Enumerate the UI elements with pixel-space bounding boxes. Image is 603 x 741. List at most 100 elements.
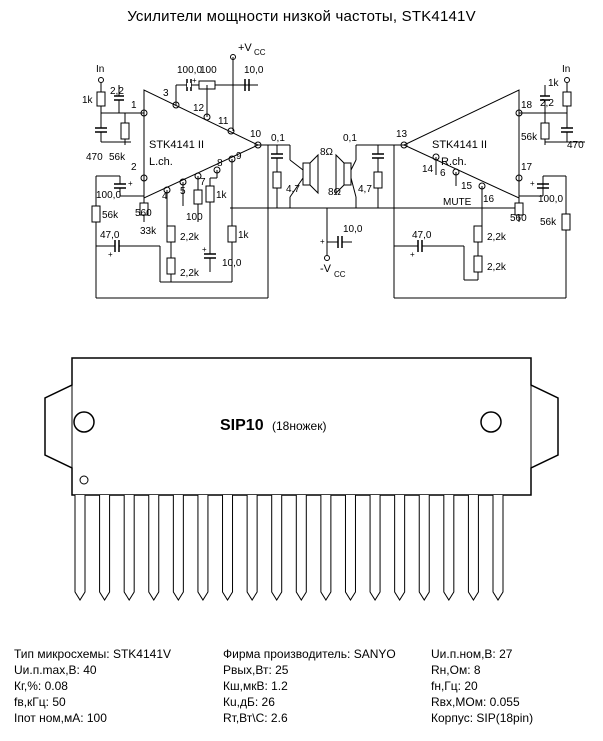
r-100-top-label: 100: [200, 65, 217, 76]
pin-10: 10: [250, 129, 262, 140]
chip-right-name: STK4141 II: [432, 139, 487, 151]
package-pin: [222, 495, 234, 601]
r-33k-label: 33k: [140, 226, 157, 237]
r-1k-mid-label: 1k: [216, 190, 228, 201]
package-pin: [123, 495, 135, 601]
speaker-right-label: 8Ω: [328, 187, 342, 198]
svg-text:+: +: [202, 245, 207, 254]
svg-text:+: +: [530, 179, 535, 188]
supply-neg-sub: CC: [334, 270, 346, 279]
input-right-terminal: [564, 77, 570, 83]
pin-17: 17: [521, 162, 533, 173]
r-560-left-label: 560: [135, 208, 152, 219]
spec-noise: Кш,мкВ: 1.2: [223, 679, 288, 693]
pin-3: 3: [163, 88, 169, 99]
c-2-2-right-label: 2,2: [540, 98, 554, 109]
pin-4: 4: [162, 191, 168, 202]
package-pin: [492, 495, 504, 601]
c-0-1-left-label: 0,1: [271, 133, 285, 144]
c-47-left-label: 47,0: [100, 230, 120, 241]
package-pin: [74, 495, 86, 601]
pin-12: 12: [193, 103, 205, 114]
package-pins: [74, 495, 504, 601]
r-2-2k-right-2-label: 2,2k: [487, 262, 507, 273]
amplifier-right-triangle: [402, 89, 520, 199]
supply-pos-label: +V: [238, 42, 252, 54]
vcc-neg-terminal: [324, 255, 330, 261]
c-0-1-right-label: 0,1: [343, 133, 357, 144]
vcc-pos-terminal: [230, 54, 236, 60]
package-pin: [99, 495, 111, 601]
mount-hole-right: [480, 411, 502, 433]
pin-16: 16: [483, 194, 495, 205]
spec-manufacturer: Фирма производитель: SANYO: [223, 647, 396, 661]
c-47-right-label: 47,0: [412, 230, 432, 241]
speaker-left-label: 8Ω: [320, 147, 334, 158]
package-pin: [271, 495, 283, 601]
c-470-right-label: 470: [567, 140, 584, 151]
c-100-left-label: 100,0: [96, 190, 121, 201]
pin-18: 18: [521, 100, 533, 111]
pin-labels: 1 2 3 4 5 6 7 8 9 10 11 12 13 14 15 16 1…: [131, 88, 533, 205]
spec-iq: Iпот ном,мА: 100: [14, 711, 107, 725]
c-10-top-label: 10,0: [244, 65, 264, 76]
spec-gain: Кu,дБ: 26: [223, 695, 275, 709]
pin-14: 14: [422, 164, 434, 175]
r-2-2k-left-2-label: 2,2k: [180, 268, 200, 279]
input-right-label: In: [562, 64, 570, 75]
r-1k-left-label: 1k: [82, 95, 94, 106]
package-pin: [246, 495, 258, 601]
input-left-label: In: [96, 64, 104, 75]
r-1k-right-label: 1k: [548, 78, 560, 89]
spec-flow: fн,Гц: 20: [431, 679, 478, 693]
pin-9: 9: [236, 151, 242, 162]
pin-11: 11: [218, 116, 229, 127]
svg-text:+: +: [192, 76, 197, 85]
c-10-neg-label: 10,0: [343, 224, 363, 235]
package-pin: [344, 495, 356, 601]
mount-hole-left: [73, 411, 95, 433]
package-label-sub: (18ножек): [272, 419, 326, 433]
chip-left-channel: L.ch.: [149, 156, 173, 168]
r-56k-left-label: 56k: [109, 152, 126, 163]
package-pin: [172, 495, 184, 601]
svg-text:+: +: [128, 179, 133, 188]
package-pin: [197, 495, 209, 601]
r-2-2k-left-1-label: 2,2k: [180, 232, 200, 243]
mute-label: MUTE: [443, 197, 472, 208]
r-4-7-right-label: 4,7: [358, 184, 372, 195]
package-pin: [320, 495, 332, 601]
spec-vmax: Uи.п.max,B: 40: [14, 663, 97, 677]
spec-rin: Rвх,МОм: 0.055: [431, 695, 520, 709]
r-56k-right-label: 56k: [521, 132, 538, 143]
package-pin: [369, 495, 381, 601]
svg-text:+: +: [108, 250, 113, 259]
spec-vnom: Uи.п.ном,B: 27: [431, 647, 513, 661]
chip-right-channel: R.ch.: [441, 156, 467, 168]
spec-package: Корпус: SIP(18pin): [431, 711, 534, 725]
spec-thd: Кг,%: 0.08: [14, 679, 68, 693]
package-pin: [148, 495, 160, 601]
svg-text:+: +: [320, 237, 325, 246]
package-pin: [418, 495, 430, 601]
r-56k-left-lower-label: 56k: [102, 210, 119, 221]
svg-text:+: +: [410, 250, 415, 259]
spec-chip-type: Тип микросхемы: STK4141V: [14, 647, 172, 661]
pin-8: 8: [217, 158, 223, 169]
circuit-schematic: STK4141 II L.ch. STK4141 II R.ch. 1 2 3 …: [82, 42, 585, 299]
pin-13: 13: [396, 129, 408, 140]
r-56k-right-lower-label: 56k: [540, 217, 557, 228]
c-470-left-label: 470: [86, 152, 103, 163]
pin-7: 7: [200, 177, 206, 188]
page-title: Усилители мощности низкой частоты, STK41…: [127, 8, 476, 25]
spec-thermal: Rт,Вт\С: 2.6: [223, 711, 288, 725]
pin1-marker: [79, 475, 89, 485]
supply-neg-label: -V: [320, 263, 332, 275]
c-100-right-label: 100,0: [538, 194, 563, 205]
r-100-mid-label: 100: [186, 212, 203, 223]
amplifier-left-triangle: [143, 89, 260, 199]
r-2-2k-right-1-label: 2,2k: [487, 232, 507, 243]
r-4-7-left-label: 4,7: [286, 184, 300, 195]
package-pin: [467, 495, 479, 601]
